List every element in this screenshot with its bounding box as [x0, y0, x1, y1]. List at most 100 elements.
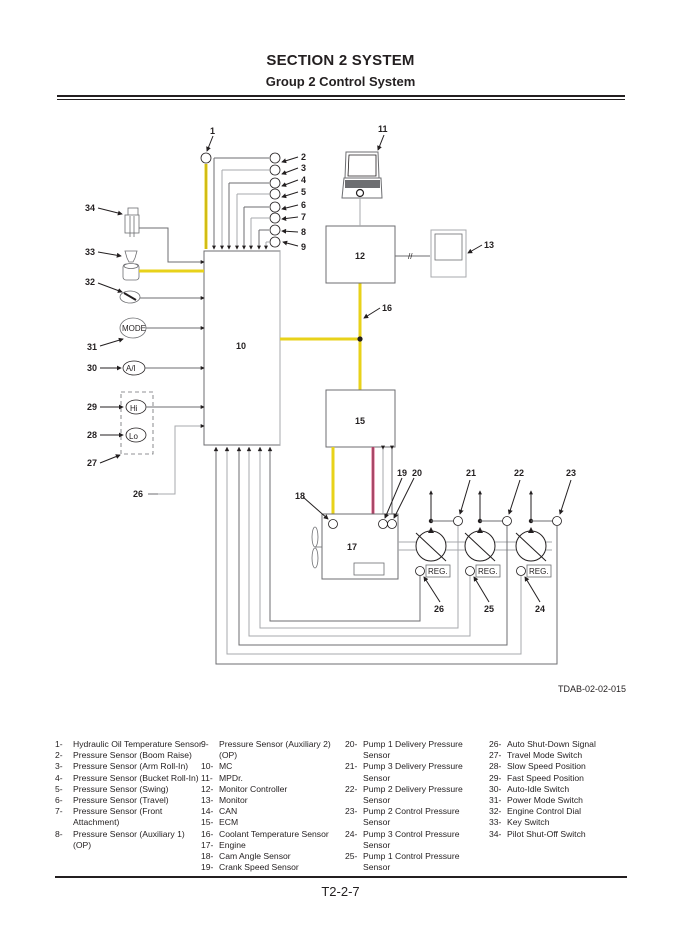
sensor-6-icon [269, 201, 281, 213]
legend-item: 30-Auto-Idle Switch [489, 783, 570, 794]
legend-item: 34-Pilot Shut-Off Switch [489, 828, 586, 839]
callout-24: 25 [484, 604, 494, 614]
reg-label-3: REG. [529, 567, 549, 576]
reg-label-1: REG. [428, 567, 448, 576]
callout-14: 16 [382, 303, 392, 313]
legend-item: 25-Pump 1 Control Pressure Sensor [345, 851, 460, 873]
laptop-icon [341, 151, 383, 199]
legend-item: 27-Travel Mode Switch [489, 750, 583, 761]
callout-32: 32 [85, 277, 95, 287]
sensor-3-icon [269, 164, 281, 176]
callout-30: 30 [87, 363, 97, 373]
legend-item: 10-MC [201, 761, 233, 772]
callout-7: 7 [301, 212, 306, 222]
pump-sensor-wires [215, 449, 558, 665]
legend-item: 31-Power Mode Switch [489, 795, 583, 806]
callout-3: 3 [301, 163, 306, 173]
legend-item: 6-Pressure Sensor (Travel) [55, 795, 169, 806]
control-system-diagram: 1 2 3 4 5 6 7 8 9 10 16 12 // 13 11 15 [85, 124, 576, 665]
sensor-9-icon [269, 236, 281, 248]
key-switch-icon [122, 250, 140, 281]
legend-item: 12-Monitor Controller [201, 783, 288, 794]
callout-22: 23 [566, 468, 576, 478]
mc-label: 10 [236, 341, 246, 351]
callout-33: 33 [85, 247, 95, 257]
legend-column-3: 20-Pump 1 Delivery Pressure Sensor 21-Pu… [345, 739, 489, 873]
header-rule [57, 95, 625, 97]
legend-item: 14-CAN [201, 806, 238, 817]
legend-item: 18-Cam Angle Sensor [201, 851, 291, 862]
pump3-delivery-sensor-icon [502, 516, 512, 526]
legend-item: 15-ECM [201, 817, 239, 828]
legend-item: 4-Pressure Sensor (Bucket Roll-In) [55, 772, 199, 783]
reg-label-2: REG. [478, 567, 498, 576]
callout-4: 4 [301, 175, 306, 185]
pump1-delivery-sensor-icon [453, 516, 463, 526]
legend-column-4: 26-Auto Shut-Down Signal 27-Travel Mode … [489, 739, 629, 840]
header-rule-thin [57, 99, 625, 100]
callout-9: 9 [301, 242, 306, 252]
callout-20: 21 [466, 468, 476, 478]
sensor-4-icon [269, 177, 281, 189]
legend-column-2: 9-Pressure Sensor (Auxiliary 2) (OP) 10-… [201, 739, 349, 873]
pump2-delivery-sensor-icon [552, 516, 562, 526]
mc-block [203, 250, 281, 446]
cam-sensor-icon [378, 519, 388, 529]
fan-icon [311, 526, 322, 569]
engine-control-dial-icon [119, 290, 141, 304]
callout-2: 2 [301, 152, 306, 162]
legend-item: 32-Engine Control Dial [489, 806, 582, 817]
callout-11: 11 [378, 124, 388, 134]
callout-21: 22 [514, 468, 524, 478]
callout-28: 28 [87, 430, 97, 440]
engine-label: 17 [347, 542, 357, 552]
legend-item: 28-Slow Speed Position [489, 761, 586, 772]
pumps: REG. REG. REG. [415, 490, 553, 578]
svg-text://: // [408, 252, 413, 261]
callout-16: 18 [295, 491, 305, 501]
callout-29: 29 [87, 402, 97, 412]
auto-idle-label: A/I [126, 364, 136, 373]
travel-mode-switch-box [120, 391, 154, 455]
ecm-label: 15 [355, 416, 365, 426]
monitor-controller-block [325, 225, 396, 284]
legend-item: 3-Pressure Sensor (Arm Roll-In) [55, 761, 189, 772]
legend-item: 5-Pressure Sensor (Swing) [55, 783, 169, 794]
lo-label: Lo [129, 432, 138, 441]
legend-item: 13-Monitor [201, 795, 248, 806]
legend-item: 8-Pressure Sensor (Auxiliary 1) (OP) [55, 828, 185, 850]
sensor-2-icon [269, 152, 281, 164]
coolant-sensor-icon [328, 519, 338, 529]
legend-rule [55, 876, 627, 878]
legend-column-1: 1-Hydraulic Oil Temperature Sensor 2-Pre… [55, 739, 203, 851]
callout-23: 24 [535, 604, 545, 614]
legend-item: 9-Pressure Sensor (Auxiliary 2) (OP) [201, 739, 331, 761]
legend-item: 11-MPDr. [201, 772, 243, 783]
legend-item: 7-Pressure Sensor (Front Attachment) [55, 806, 163, 828]
callout-26: 26 [133, 489, 143, 499]
slow-speed-icon [125, 427, 147, 443]
ecm-block [325, 389, 396, 448]
monitor-controller-label: 12 [355, 251, 365, 261]
callout-5: 5 [301, 187, 306, 197]
sensor-7-icon [269, 212, 281, 224]
group-title: Group 2 Control System [265, 74, 416, 89]
legend-item: 26-Auto Shut-Down Signal [489, 739, 596, 749]
callout-34: 34 [85, 203, 95, 213]
legend-item: 17-Engine [201, 839, 246, 850]
pilot-shutoff-switch-icon [124, 207, 140, 237]
sensor-wires-top [214, 157, 269, 249]
section-title: SECTION 2 SYSTEM [266, 52, 415, 69]
sensor-8-icon [269, 224, 281, 236]
sensor-5-icon [269, 188, 281, 200]
legend-item: 19-Crank Speed Sensor [201, 862, 299, 873]
callout-31: 31 [87, 342, 97, 352]
crank-sensor-icon [387, 519, 397, 529]
legend-item: 21-Pump 3 Delivery Pressure Sensor [345, 761, 463, 783]
callout-6: 6 [301, 200, 306, 210]
callout-13: 13 [484, 240, 494, 250]
legend-item: 24-Pump 3 Control Pressure Sensor [345, 828, 460, 850]
can-bus [280, 283, 363, 390]
hi-label: Hi [130, 404, 138, 413]
callout-27: 27 [87, 458, 97, 468]
